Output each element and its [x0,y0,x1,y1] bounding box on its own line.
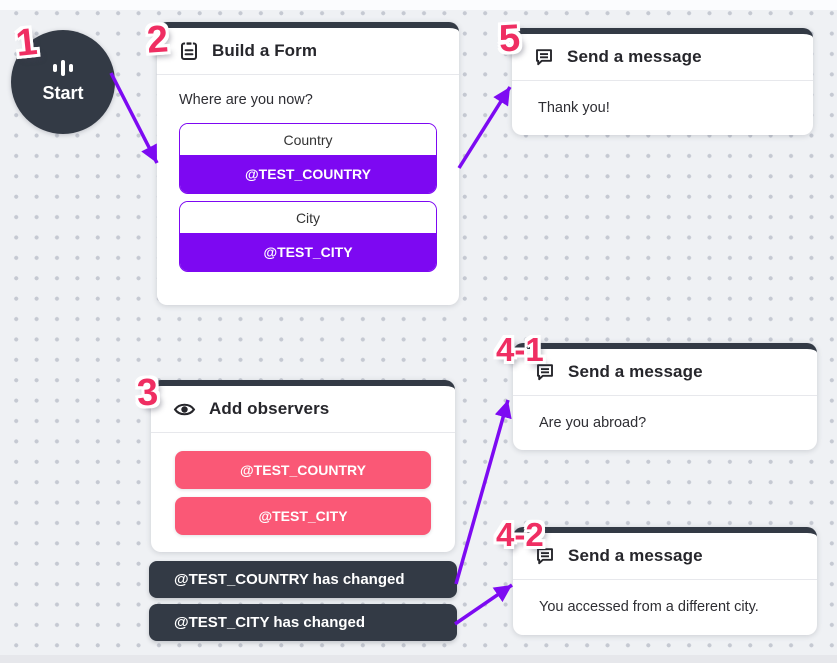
clipboard-icon [181,41,197,60]
build-form-header: Build a Form [157,28,459,75]
eye-icon [173,403,196,415]
voice-bars-icon [53,60,73,76]
speech-bubble-icon [537,548,553,565]
observer-variable-country[interactable]: @TEST_COUNTRY [175,451,431,489]
step-badge-4-1: 4-1 [496,331,544,368]
send-message-thanks-node[interactable]: Send a message Thank you! [512,28,813,135]
arrow-city-changed-to-city-msg [454,583,513,626]
event-country-changed[interactable]: @TEST_COUNTRY has changed [149,561,457,598]
field-label: Country [180,124,436,155]
send-message-title: Send a message [567,47,702,66]
canvas-top-edge [0,0,837,10]
step-badge-5: 5 [497,17,522,61]
speech-bubble-icon [536,49,552,66]
form-field-city[interactable]: City @TEST_CITY [179,201,437,272]
send-message-city-node[interactable]: Send a message You accessed from a diffe… [513,527,817,635]
message-text: Thank you! [538,100,610,116]
field-variable: @TEST_COUNTRY [180,155,436,193]
add-observers-header: Add observers [151,386,455,433]
event-city-changed[interactable]: @TEST_CITY has changed [149,604,457,641]
field-variable: @TEST_CITY [180,233,436,271]
arrow-start-to-form [109,72,159,164]
build-form-title: Build a Form [212,41,318,60]
form-field-country[interactable]: Country @TEST_COUNTRY [179,123,437,194]
form-question: Where are you now? [179,92,313,108]
speech-bubble-icon [537,364,553,381]
message-text: You accessed from a different city. [539,599,759,615]
step-badge-1: 1 [13,21,40,65]
observer-variable-city[interactable]: @TEST_CITY [175,497,431,535]
start-node[interactable]: Start [11,30,115,134]
step-badge-4-2: 4-2 [496,516,544,553]
send-message-title: Send a message [568,362,703,381]
field-label: City [180,202,436,233]
send-message-title: Send a message [568,546,703,565]
step-badge-2: 2 [145,18,170,62]
arrow-country-changed-to-abroad [454,399,512,585]
step-badge-3: 3 [135,371,160,415]
build-form-node[interactable]: Build a Form Where are you now? Country … [157,22,459,305]
send-message-header: Send a message [512,34,813,81]
send-message-header: Send a message [513,349,817,396]
add-observers-node[interactable]: Add observers @TEST_COUNTRY @TEST_CITY [151,380,455,552]
canvas-bottom-edge [0,655,837,663]
message-text: Are you abroad? [539,415,647,431]
send-message-header: Send a message [513,533,817,580]
add-observers-title: Add observers [209,399,330,418]
arrow-form-to-thanks [457,86,512,169]
start-node-label: Start [42,83,84,103]
send-message-abroad-node[interactable]: Send a message Are you abroad? [513,343,817,450]
